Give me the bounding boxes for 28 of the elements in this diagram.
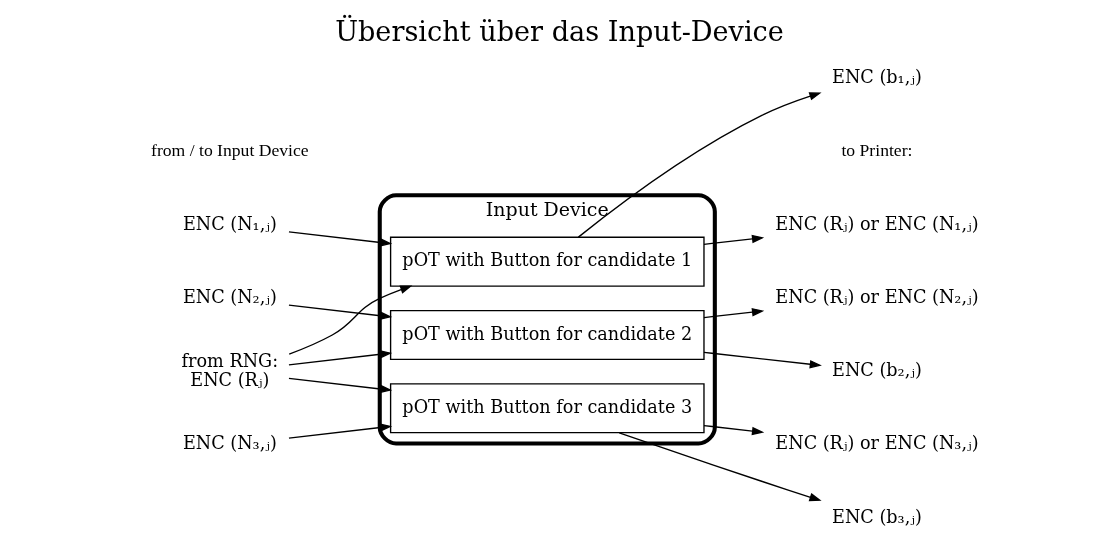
arrow [702,424,764,436]
node-box: pOT with Button for candidate 1 [389,236,705,287]
node-text: from RNG: ENC (Rⱼ) [181,350,278,390]
node-text: ENC (N₁,ⱼ) [182,213,277,234]
arrow [618,432,822,502]
node-box: pOT with Button for candidate 3 [389,383,705,434]
node-text: ENC (Rⱼ) or ENC (N₁,ⱼ) [774,213,979,234]
node-text: ENC (b₂,ⱼ) [831,360,922,381]
label: from / to Input Device [150,140,309,161]
arrow [287,423,392,439]
arrow [702,234,764,245]
node-text: ENC (N₂,ⱼ) [182,286,277,307]
arrow [287,377,392,394]
node-text: ENC (b₁,ⱼ) [831,67,922,88]
arrow [577,92,822,238]
node-box: pOT with Button for candidate 2 [389,309,705,361]
node-text: ENC (Rⱼ) or ENC (N₂,ⱼ) [774,286,979,307]
diagram-title: Übersicht über das Input-Device [334,15,784,47]
node-text: ENC (b₃,ⱼ) [831,506,922,527]
node-text: ENC (Rⱼ) or ENC (N₃,ⱼ) [774,433,979,454]
label: to Printer: [840,140,912,161]
arrow [288,285,412,355]
arrow [287,304,392,320]
node-text: ENC (N₃,ⱼ) [182,433,277,454]
arrow [702,351,822,369]
arrow [287,350,392,366]
arrow [287,231,392,247]
arrow [702,307,764,319]
